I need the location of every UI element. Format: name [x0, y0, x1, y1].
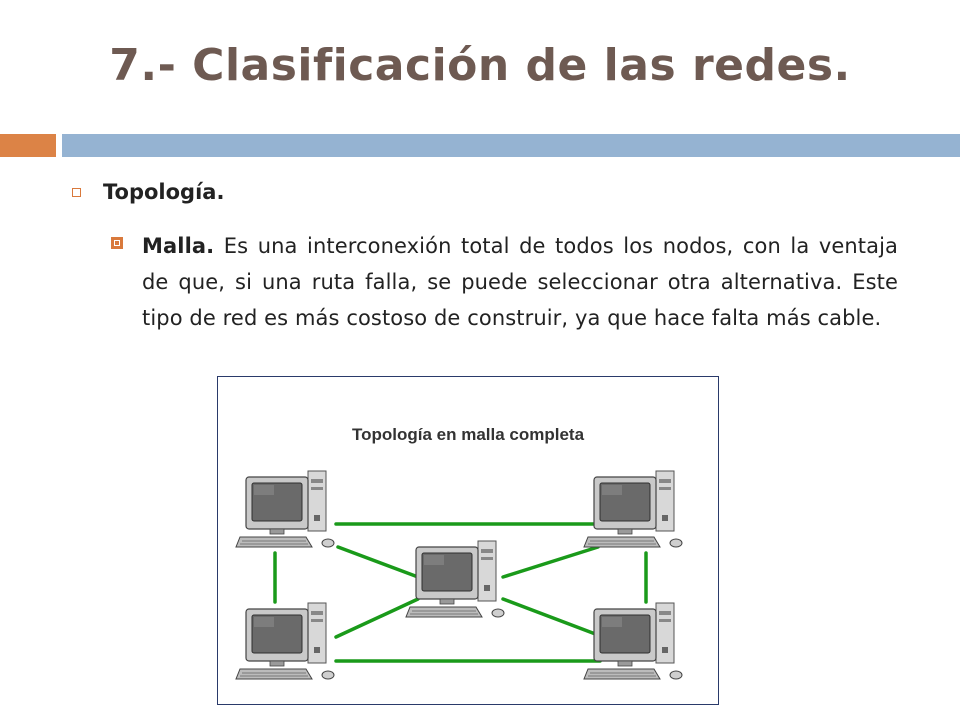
- network-nodes: [235, 470, 683, 680]
- computer-icon: [583, 602, 683, 680]
- computer-icon: [235, 470, 335, 548]
- computer-icon: [405, 540, 505, 618]
- computer-icon: [583, 470, 683, 548]
- network-link: [334, 597, 420, 639]
- bullet-topologia-text: Topología.: [103, 180, 225, 204]
- network-link: [501, 597, 600, 637]
- figure-caption: Topología en malla completa: [351, 425, 585, 444]
- network-links: [273, 522, 648, 663]
- mesh-topology-figure: Topología en malla completa: [217, 376, 719, 705]
- square-bullet-icon: [72, 187, 81, 197]
- computer-icon: [235, 602, 335, 680]
- bullet-topologia: Topología.: [72, 180, 224, 204]
- accent-bar-blue: [62, 134, 960, 157]
- network-link: [336, 545, 420, 579]
- slide-title: 7.- Clasificación de las redes.: [109, 40, 851, 91]
- bullet-malla-term: Malla.: [142, 234, 215, 258]
- bullet-malla-description: Es una interconexión total de todos los …: [142, 234, 898, 330]
- mesh-network-diagram: [235, 470, 683, 680]
- bullet-malla: Malla. Es una interconexión total de tod…: [108, 228, 898, 336]
- network-link: [501, 545, 600, 579]
- filled-square-bullet-icon: [111, 237, 123, 249]
- bullet-malla-text: Malla. Es una interconexión total de tod…: [142, 228, 898, 336]
- accent-bar-orange: [0, 134, 56, 157]
